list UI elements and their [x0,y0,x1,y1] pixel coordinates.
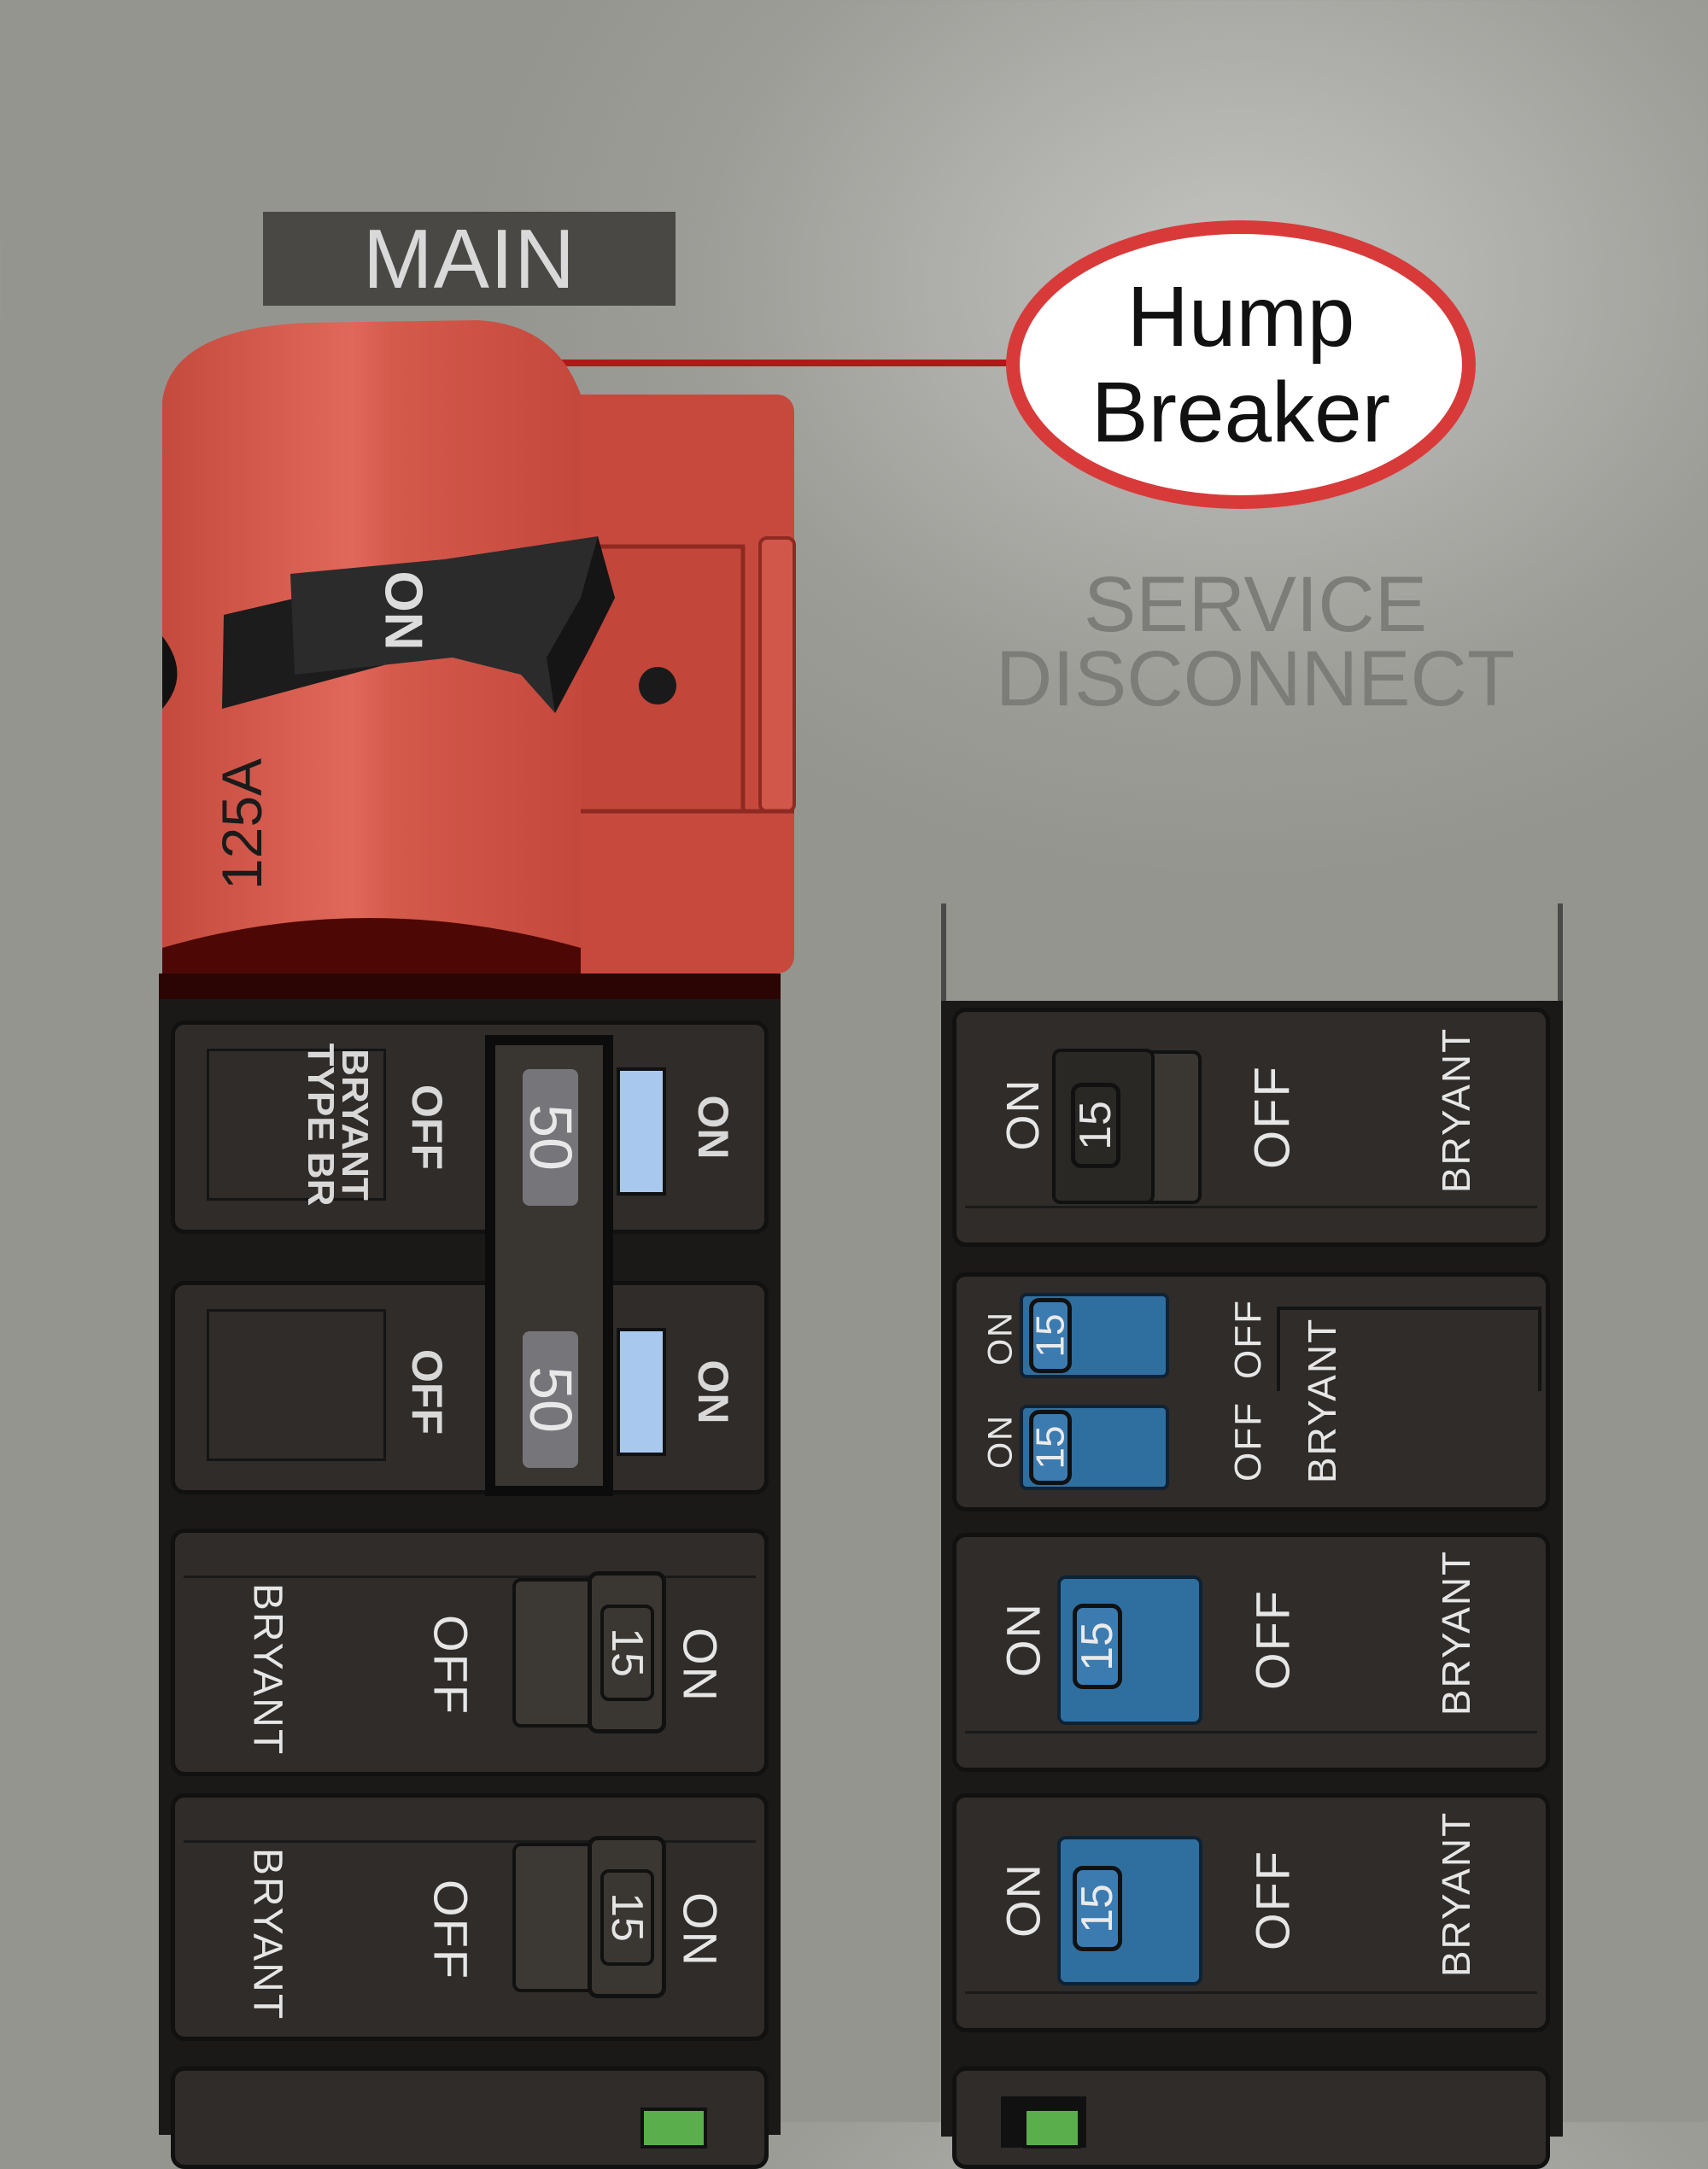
main-label: MAIN [263,212,676,306]
brand-line2: TYPE BR [300,1043,342,1207]
tandem-off-1: OFF [1227,1299,1269,1379]
divider [965,1991,1537,1994]
divider [965,1731,1537,1733]
brand-plate [207,1049,386,1201]
right-breaker-blue-2 [952,1793,1550,2032]
on-indicator-top [617,1067,666,1196]
divider [184,1840,756,1843]
right-top-brand: BRYANT [1434,1026,1478,1194]
right-blue-2-off: OFF [1245,1850,1300,1950]
on-label-top: ON [689,1095,737,1160]
left-2-on: ON [673,1892,728,1967]
right-blue-1-brand: BRYANT [1434,1549,1478,1716]
double-pole-handle[interactable]: 50 50 [485,1035,613,1496]
right-top-off: OFF [1244,1065,1301,1169]
right-breaker-blue-1 [952,1533,1550,1772]
left-2-off: OFF [424,1880,478,1980]
tandem-on-2: ON [981,1414,1020,1469]
main-label-text: MAIN [363,211,576,306]
double-pole-breaker-top-slot [171,1020,769,1234]
right-blue-1-off: OFF [1245,1589,1300,1690]
off-label-top: OFF [403,1084,451,1170]
right-blue-2-on: ON [996,1862,1050,1938]
right-top-rating: 15 [1071,1083,1120,1168]
off-label-bottom: OFF [403,1349,451,1435]
right-breaker-top [952,1008,1550,1247]
callout-line2: Breaker [1091,365,1391,460]
right-blue-2-handle[interactable] [1057,1836,1202,1985]
callout-line1: Hump [1126,269,1355,365]
main-hump-breaker[interactable] [0,0,1708,2122]
left-1-brand: BRYANT [244,1582,290,1757]
right-top-on: ON [997,1078,1049,1151]
service-line2: DISCONNECT [995,635,1516,723]
right-blue-1-handle[interactable] [1057,1576,1202,1725]
left-1-rating: 15 [588,1571,666,1733]
right-partial-green-indicator [1023,2108,1081,2149]
service-line1: SERVICE [1083,561,1428,648]
left-2-brand: BRYANT [244,1847,290,2021]
right-blue-2-rating: 15 [1073,1866,1122,1951]
left-breaker-15a-1 [171,1529,769,1776]
tandem-plate [1277,1307,1541,1391]
left-partial-green-indicator [640,2108,707,2149]
main-rating-label: 125A [210,757,273,891]
left-2-rating: 15 [588,1836,666,1998]
right-blue-1-rating: 15 [1073,1604,1122,1689]
tandem-on-1: ON [981,1311,1020,1365]
right-column-bracket-right [1558,903,1563,1004]
left-1-on: ON [673,1628,728,1703]
tandem-brand: BRYANT [1300,1317,1344,1484]
tandem-off-2: OFF [1227,1401,1269,1482]
on-indicator-bottom [617,1328,666,1456]
left-breaker-15a-2 [171,1793,769,2041]
handle-rating-bottom: 50 [518,1331,584,1468]
left-1-off: OFF [424,1615,478,1716]
tandem-rating-2: 15 [1028,1410,1073,1485]
service-disconnect-label: SERVICE DISCONNECT [956,561,1554,723]
tandem-rating-1: 15 [1028,1298,1073,1373]
left-1-rating-inner: 15 [600,1604,654,1701]
divider [965,1206,1537,1208]
divider [184,1576,756,1578]
right-blue-1-on: ON [996,1602,1050,1677]
handle-rating-top: 50 [518,1069,584,1206]
main-handle-on-label: ON [373,570,433,651]
blank-plate [207,1309,386,1461]
right-column-bracket-left [941,903,946,1004]
right-blue-2-brand: BRYANT [1434,1810,1478,1978]
on-label-bottom: ON [689,1359,737,1424]
left-2-rating-inner: 15 [600,1868,654,1966]
